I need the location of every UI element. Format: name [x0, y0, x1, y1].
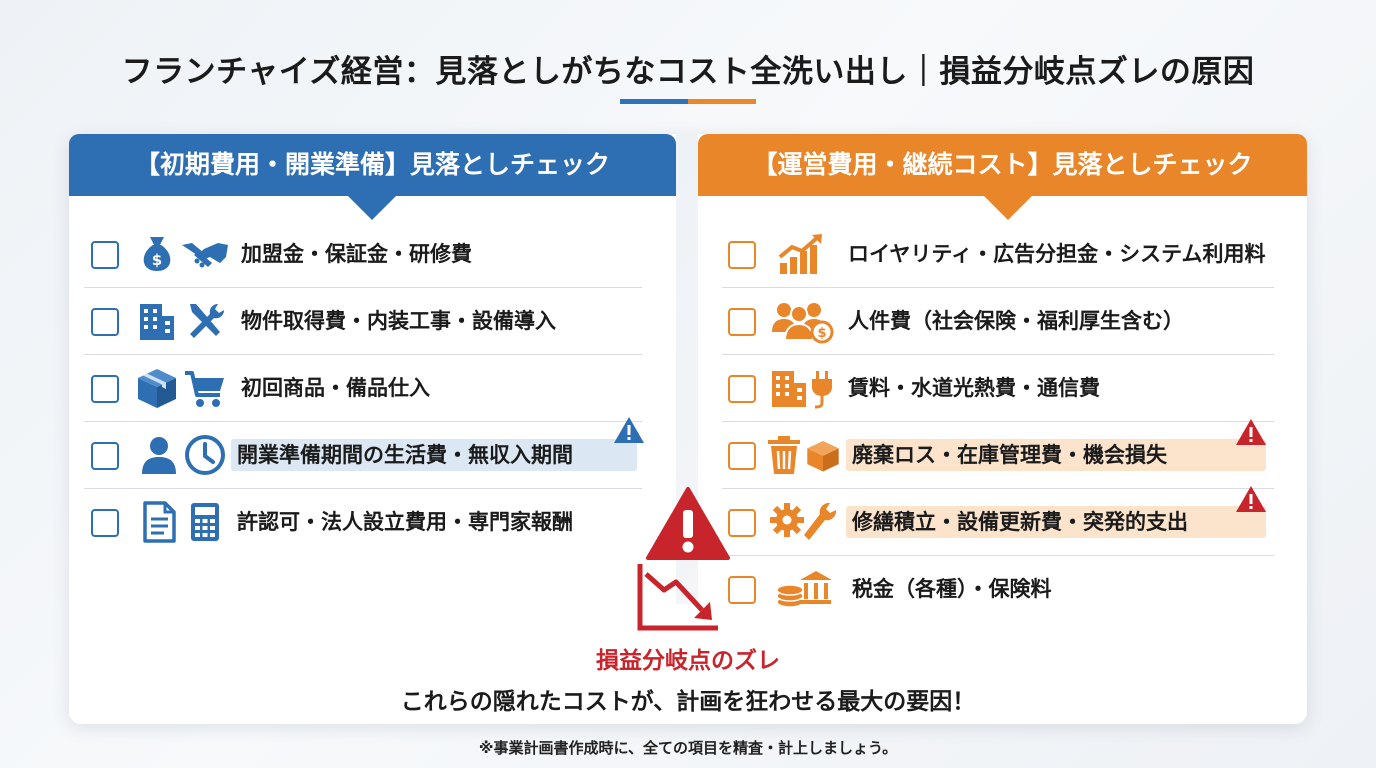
warning-icon: [1236, 419, 1266, 445]
footnote: ※事業計画書作成時に、全ての項目を精査・計上しましょう。: [478, 739, 898, 757]
page-title: フランチャイズ経営：見落としがちなコスト全洗い出し｜損益分岐点ズレの原因: [121, 54, 1255, 90]
list-item[interactable]: 廃棄ロス・在庫管理費・機会損失: [722, 419, 1274, 489]
checkbox[interactable]: [728, 576, 756, 604]
svg-text:$: $: [817, 326, 826, 341]
cart-icon: [185, 371, 224, 407]
underline-blue-segment: [620, 99, 688, 104]
right-panel-header: 【運営費用・継続コスト】見落としチェック: [698, 134, 1307, 196]
underline-orange-segment: [688, 99, 756, 104]
item-label: 人件費（社会保険・福利厚生含む）: [848, 309, 1184, 333]
list-item[interactable]: 税金（各種）・保険料: [722, 557, 1274, 623]
item-label: 税金（各種）・保険料: [852, 577, 1052, 601]
right-header-notch: [984, 196, 1032, 220]
divider: [722, 354, 1274, 355]
title-underline: [620, 99, 756, 104]
document-icon: [143, 501, 176, 543]
list-item[interactable]: 開業準備期間の生活費・無収入期間: [84, 417, 644, 489]
people-cost-icon: $: [772, 303, 834, 344]
divider: [84, 354, 642, 355]
list-item[interactable]: 許認可・法人設立費用・専門家報酬: [84, 490, 642, 556]
gear-wrench-icon: [770, 502, 837, 540]
box-icon: [138, 369, 176, 408]
warning-icon: [1236, 486, 1266, 512]
list-item[interactable]: $ 人件費（社会保険・福利厚生含む）: [722, 289, 1274, 355]
list-item[interactable]: 修繕積立・設備更新費・突発的支出: [722, 486, 1274, 556]
divider: [722, 488, 1274, 489]
downtrend-icon: [637, 564, 718, 631]
checkbox[interactable]: [91, 442, 119, 470]
left-panel-header: 【初期費用・開業準備】見落としチェック: [69, 134, 676, 196]
building-icon: [772, 371, 806, 407]
list-item[interactable]: $ 加盟金・保証金・研修費: [84, 222, 642, 288]
divider: [84, 287, 642, 288]
divider: [722, 287, 1274, 288]
item-label: 修繕積立・設備更新費・突発的支出: [846, 506, 1266, 538]
divider: [722, 421, 1274, 422]
checkbox[interactable]: [91, 308, 119, 336]
item-label: 加盟金・保証金・研修費: [241, 242, 472, 266]
checkbox[interactable]: [91, 241, 119, 269]
item-label: 賃料・水道光熱費・通信費: [848, 376, 1100, 400]
breakeven-shift-caption: 損益分岐点のズレ: [596, 648, 780, 674]
checkbox[interactable]: [728, 375, 756, 403]
item-label: 初回商品・備品仕入: [241, 376, 430, 400]
handshake-icon: [182, 243, 228, 268]
warning-icon: [614, 417, 644, 443]
plug-icon: [812, 371, 832, 409]
item-label: 開業準備期間の生活費・無収入期間: [231, 439, 637, 471]
tools-icon: [190, 303, 225, 338]
checkbox[interactable]: [728, 442, 756, 470]
checkbox[interactable]: [91, 375, 119, 403]
left-header-notch: [348, 196, 396, 220]
box-icon: [807, 440, 839, 472]
item-label: 物件取得費・内装工事・設備導入: [241, 309, 556, 333]
divider: [722, 555, 1274, 556]
clock-icon: [185, 435, 225, 475]
bottom-message: これらの隠れたコストが、計画を狂わせる最大の要因！: [400, 689, 976, 715]
warning-icon: [646, 487, 730, 560]
money-bag-icon: $: [143, 237, 171, 271]
svg-text:$: $: [152, 251, 162, 269]
item-label: 廃棄ロス・在庫管理費・機会損失: [846, 439, 1266, 471]
coins-bank-icon: [776, 571, 832, 608]
checkbox[interactable]: [728, 509, 756, 537]
list-item[interactable]: 物件取得費・内装工事・設備導入: [84, 289, 642, 355]
divider: [84, 421, 642, 422]
checkbox[interactable]: [728, 308, 756, 336]
item-label: 許認可・法人設立費用・専門家報酬: [237, 510, 573, 534]
growth-chart-icon: [778, 234, 822, 274]
trash-icon: [768, 436, 800, 474]
panel-gap: [676, 134, 698, 604]
person-icon: [142, 437, 176, 474]
list-item[interactable]: ロイヤリティ・広告分担金・システム利用料: [722, 222, 1274, 288]
item-label: ロイヤリティ・広告分担金・システム利用料: [848, 242, 1266, 266]
list-item[interactable]: 賃料・水道光熱費・通信費: [722, 356, 1274, 422]
divider: [84, 488, 642, 489]
calculator-icon: [191, 503, 219, 541]
checkbox[interactable]: [91, 509, 119, 537]
building-icon: [140, 304, 174, 340]
checkbox[interactable]: [728, 241, 756, 269]
list-item[interactable]: 初回商品・備品仕入: [84, 356, 642, 422]
